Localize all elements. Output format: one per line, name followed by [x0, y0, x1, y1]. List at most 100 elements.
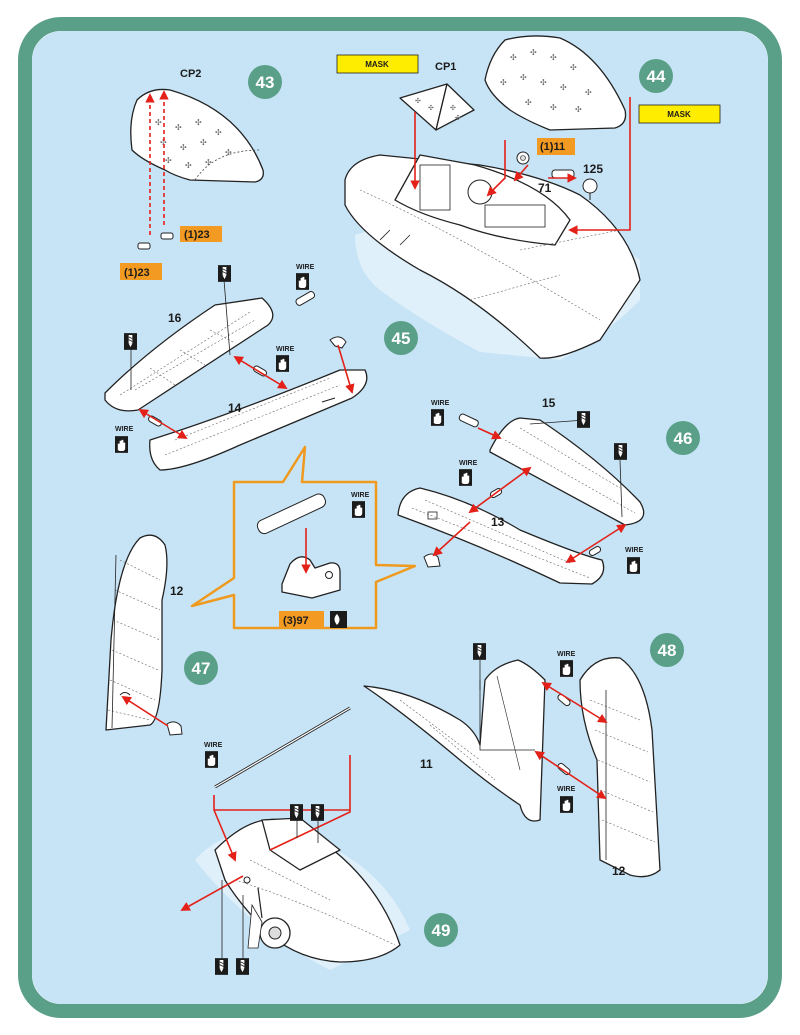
step-44: 44	[639, 59, 673, 93]
hinge-detail-callout: WIRE (3)97	[190, 445, 417, 630]
stabilizer-16	[104, 297, 274, 412]
part-16-label: 16	[168, 311, 182, 325]
svg-text:44: 44	[647, 67, 666, 86]
svg-text:✣: ✣	[415, 97, 421, 105]
glue-hand-icon	[205, 751, 218, 768]
glue-hand-icon	[627, 557, 640, 574]
svg-text:✣: ✣	[455, 114, 461, 122]
svg-text:✣: ✣	[160, 138, 167, 147]
drill-hole-icon	[614, 443, 627, 460]
locator-pin	[137, 232, 174, 250]
part-15-label: 15	[542, 396, 556, 410]
part-12-label-right: 12	[612, 864, 626, 878]
svg-text:✣: ✣	[200, 138, 207, 147]
wire-callout: WIRE	[625, 547, 644, 574]
svg-text:WIRE: WIRE	[351, 492, 370, 499]
svg-text:✣: ✣	[575, 105, 582, 114]
svg-text:(1)23: (1)23	[124, 267, 150, 279]
decal-icon	[330, 611, 347, 628]
step-47: 47	[184, 651, 218, 685]
svg-text:✣: ✣	[225, 148, 232, 157]
svg-text:✣: ✣	[185, 161, 192, 170]
drill-hole-icon	[290, 804, 303, 821]
svg-text:46: 46	[674, 429, 693, 448]
part-14-label: 14	[228, 401, 242, 415]
svg-text:WIRE: WIRE	[296, 264, 315, 271]
svg-text:MASK: MASK	[667, 110, 691, 119]
canopy-rear-drawing: ✣✣✣✣ ✣✣✣✣✣ ✣✣✣	[484, 35, 627, 131]
svg-text:✣: ✣	[550, 103, 557, 112]
elevator-14	[149, 369, 368, 471]
mask-badge-left: MASK	[336, 54, 419, 74]
stabilizer-15	[489, 417, 645, 526]
svg-text:WIRE: WIRE	[276, 346, 295, 353]
cp2-label: CP2	[180, 68, 201, 80]
svg-text:✣: ✣	[155, 118, 162, 127]
wire-callout: WIRE	[115, 426, 134, 453]
fin-11	[363, 659, 546, 822]
glue-hand-icon	[115, 436, 128, 453]
wire-callout: WIRE	[296, 264, 315, 290]
step-48: 48	[650, 633, 684, 667]
svg-text:✣: ✣	[215, 128, 222, 137]
svg-text:WIRE: WIRE	[557, 651, 576, 658]
part-71-rod	[551, 169, 575, 179]
glue-hand-icon	[352, 501, 365, 518]
mask-badge-right: MASK	[638, 104, 721, 124]
glue-hand-icon	[560, 660, 573, 677]
svg-text:WIRE: WIRE	[557, 786, 576, 793]
svg-text:WIRE: WIRE	[431, 400, 450, 407]
rudder-12-left	[105, 534, 168, 731]
svg-text:✣: ✣	[585, 88, 592, 97]
glue-hand-icon	[459, 469, 472, 486]
svg-text:WIRE: WIRE	[115, 426, 134, 433]
glue-hand-icon	[431, 409, 444, 426]
svg-text:WIRE: WIRE	[459, 460, 478, 467]
svg-text:48: 48	[658, 641, 677, 660]
svg-text:WIRE: WIRE	[625, 547, 644, 554]
svg-text:✣: ✣	[520, 73, 527, 82]
drill-hole-icon	[215, 958, 228, 975]
drill-hole-icon	[236, 958, 249, 975]
part-125-label: 125	[583, 162, 603, 176]
wire-callout: WIRE	[431, 400, 450, 426]
part-13-label: 13	[491, 515, 505, 529]
fuselage-drawing	[344, 154, 641, 360]
svg-text:✣: ✣	[205, 158, 212, 167]
svg-text:✣: ✣	[175, 123, 182, 132]
svg-text:45: 45	[392, 329, 411, 348]
svg-text:(3)97: (3)97	[283, 615, 309, 627]
glue-hand-icon	[296, 273, 309, 290]
step-46: 46	[666, 421, 700, 455]
svg-text:✣: ✣	[525, 98, 532, 107]
drill-hole-icon	[218, 265, 231, 282]
drill-hole-icon	[124, 333, 137, 350]
svg-text:✣: ✣	[560, 83, 567, 92]
part-12-label-left: 12	[170, 584, 184, 598]
svg-text:✣: ✣	[450, 104, 456, 112]
svg-text:✣: ✣	[530, 48, 537, 57]
wire-callout: WIRE	[557, 651, 576, 677]
drill-hole-icon	[473, 643, 486, 660]
svg-text:✣: ✣	[540, 78, 547, 87]
svg-text:✣: ✣	[428, 104, 434, 112]
svg-text:✣: ✣	[570, 63, 577, 72]
wire-callout: WIRE	[557, 786, 576, 813]
svg-text:✣: ✣	[180, 143, 187, 152]
part-125-knob	[582, 178, 598, 200]
svg-text:✣: ✣	[195, 118, 202, 127]
part-tag-1-23-upper: (1)23	[180, 226, 222, 242]
svg-text:✣: ✣	[500, 78, 507, 87]
cp1-label: CP1	[435, 61, 456, 73]
rear-fuselage-drawing	[195, 817, 410, 970]
part-tag-1-11: (1)11	[537, 138, 575, 155]
glue-hand-icon	[276, 355, 289, 372]
part-11-washer	[516, 151, 530, 165]
svg-text:47: 47	[192, 659, 211, 678]
part-71-label: 71	[538, 181, 552, 195]
svg-text:(1)11: (1)11	[540, 141, 565, 153]
svg-text:(1)23: (1)23	[184, 229, 210, 241]
svg-text:✣: ✣	[510, 53, 517, 62]
wire-callout: WIRE	[276, 346, 295, 372]
